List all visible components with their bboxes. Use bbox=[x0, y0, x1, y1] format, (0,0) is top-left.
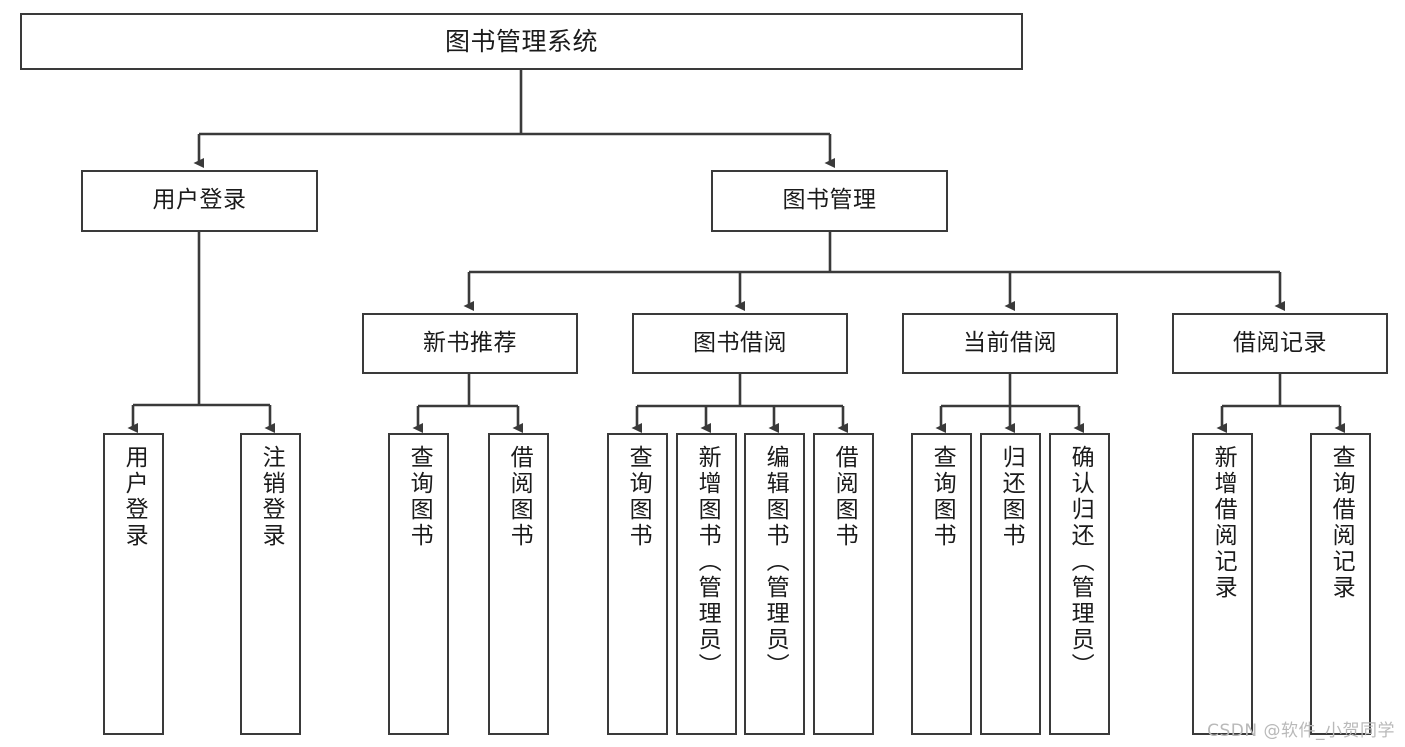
node-borrow-record[interactable]: 借阅记录 bbox=[1172, 313, 1388, 374]
leaf-logout[interactable]: 注销登录 bbox=[240, 433, 301, 735]
leaf-cb-return-book[interactable]: 归还图书 bbox=[980, 433, 1041, 735]
node-label: 借阅记录 bbox=[1233, 329, 1327, 356]
node-label: 图书借阅 bbox=[693, 329, 787, 356]
node-label: 确认归还（管理员） bbox=[1067, 445, 1094, 679]
node-book-borrow[interactable]: 图书借阅 bbox=[632, 313, 848, 374]
node-label: 查询图书 bbox=[929, 445, 956, 549]
node-label: 图书管理 bbox=[782, 187, 877, 214]
node-label: 用户登录 bbox=[121, 445, 148, 549]
leaf-nb-query-book[interactable]: 查询图书 bbox=[388, 433, 449, 735]
node-label: 借阅图书 bbox=[831, 445, 858, 549]
leaf-nb-borrow-book[interactable]: 借阅图书 bbox=[488, 433, 549, 735]
node-label: 新增借阅记录 bbox=[1210, 445, 1237, 601]
node-label: 新书推荐 bbox=[423, 329, 517, 356]
leaf-bb-borrow-book[interactable]: 借阅图书 bbox=[813, 433, 874, 735]
node-label: 查询借阅记录 bbox=[1328, 445, 1355, 601]
node-new-book-recommendation[interactable]: 新书推荐 bbox=[362, 313, 578, 374]
node-label: 图书管理系统 bbox=[444, 26, 598, 56]
node-label: 注销登录 bbox=[258, 445, 285, 549]
node-label: 新增图书（管理员） bbox=[694, 445, 721, 679]
node-label: 编辑图书（管理员） bbox=[762, 445, 789, 679]
node-label: 查询图书 bbox=[406, 445, 433, 549]
leaf-br-query-record[interactable]: 查询借阅记录 bbox=[1310, 433, 1371, 735]
leaf-bb-add-book-admin[interactable]: 新增图书（管理员） bbox=[676, 433, 737, 735]
leaf-cb-query-book[interactable]: 查询图书 bbox=[911, 433, 972, 735]
leaf-bb-query-book[interactable]: 查询图书 bbox=[607, 433, 668, 735]
node-label: 查询图书 bbox=[625, 445, 652, 549]
node-current-borrow[interactable]: 当前借阅 bbox=[902, 313, 1118, 374]
node-label: 借阅图书 bbox=[506, 445, 533, 549]
leaf-br-add-record[interactable]: 新增借阅记录 bbox=[1192, 433, 1253, 735]
node-root-book-management-system[interactable]: 图书管理系统 bbox=[20, 13, 1023, 70]
node-book-management[interactable]: 图书管理 bbox=[711, 170, 948, 232]
node-label: 当前借阅 bbox=[963, 329, 1057, 356]
leaf-user-login[interactable]: 用户登录 bbox=[103, 433, 164, 735]
csdn-watermark: CSDN @软件_小贺同学 bbox=[1207, 721, 1395, 741]
leaf-bb-edit-book-admin[interactable]: 编辑图书（管理员） bbox=[744, 433, 805, 735]
node-user-login[interactable]: 用户登录 bbox=[81, 170, 318, 232]
node-label: 用户登录 bbox=[152, 187, 247, 214]
node-label: 归还图书 bbox=[998, 445, 1025, 549]
leaf-cb-confirm-return-admin[interactable]: 确认归还（管理员） bbox=[1049, 433, 1110, 735]
